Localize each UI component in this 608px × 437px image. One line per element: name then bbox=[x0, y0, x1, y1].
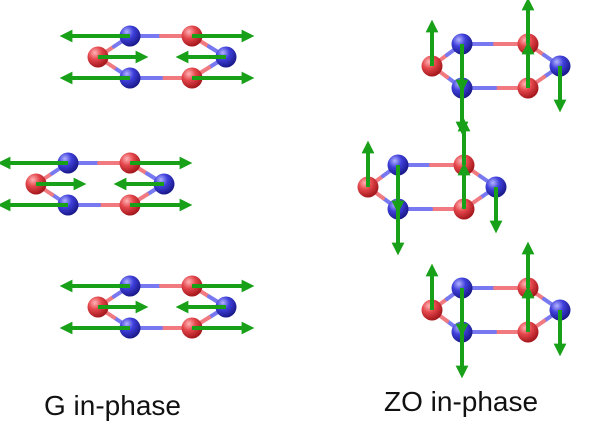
atom-layer bbox=[25, 25, 571, 343]
caption-zo-in-phase: ZO in-phase bbox=[384, 386, 539, 417]
caption-g-in-phase: G in-phase bbox=[44, 390, 181, 421]
arrow-layer bbox=[0, 0, 567, 379]
